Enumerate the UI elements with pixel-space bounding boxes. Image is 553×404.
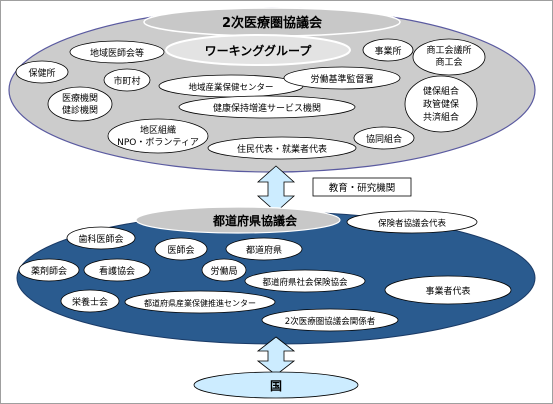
label-dietitian-assoc: 栄養士会 [72, 296, 108, 308]
label-social-insurance-office: 都道府県社会保険協会 [262, 277, 348, 288]
label-insurers-2: 政管健保 [423, 98, 459, 110]
label-prefecture: 都道府県 [246, 244, 282, 256]
label-nursing-assoc: 看護協会 [99, 265, 135, 277]
label-insurers-1: 健保組合 [423, 85, 459, 97]
label-prefectural-ohs-center: 都道府県産業保健推進センター [144, 298, 256, 308]
label-health-promotion-service: 健康保持増進サービス機関 [213, 102, 321, 114]
oval-health-center [15, 60, 69, 84]
oval-municipality [103, 68, 151, 92]
label-medical-facilities-2: 健診機関 [62, 104, 98, 116]
oval-dietitian-assoc [60, 289, 120, 313]
oval-business-office [362, 38, 414, 62]
label-health-center: 保健所 [28, 67, 55, 79]
label-insurer-council-rep: 保険者協議会代表 [378, 218, 447, 229]
label-medical-facilities-1: 医療機関 [62, 92, 98, 104]
label-dental-assoc: 歯科医師会 [78, 233, 123, 245]
oval-health-promotion-service [178, 95, 356, 119]
working-group-oval [165, 34, 351, 66]
prefectural-council-title: 都道府県協議会 [212, 213, 298, 228]
double-arrow-upper [256, 165, 296, 213]
oval-dental-assoc [66, 226, 136, 250]
label-secondary-council-staff: 2次医療圏協議会関係者 [285, 316, 376, 327]
oval-prefecture [225, 237, 303, 261]
national-label: 国 [270, 379, 282, 393]
label-cooperative: 協同組合 [366, 133, 402, 145]
label-community-org-1: 地区組織 [140, 124, 176, 136]
label-labor-standards: 労働基準監督署 [310, 73, 373, 85]
label-insurers-3: 共済組合 [423, 111, 459, 123]
oval-employer-rep [384, 275, 512, 305]
label-chamber-1: 商工会議所 [426, 44, 471, 56]
label-medical-assoc: 医師会 [167, 244, 194, 256]
oval-local-medical-assoc [69, 40, 165, 64]
oval-nursing-assoc [83, 258, 151, 282]
label-employer-rep: 事業者代表 [425, 285, 470, 297]
oval-community-org [107, 118, 209, 154]
upper-members: 地域医師会等 保健所 市町村 地域産業保健センター 医療機関 健診機関 労働基準… [15, 38, 486, 160]
label-resident-worker-rep: 住民代表・就業者代表 [237, 143, 327, 155]
oval-secondary-council-staff [261, 308, 399, 332]
oval-labor-bureau [201, 258, 247, 282]
oval-resident-worker-rep [207, 136, 357, 160]
education-research-label: 教育・研究機関 [329, 182, 396, 194]
label-community-org-2: NPO・ボランティア [117, 137, 199, 148]
oval-insurers [404, 75, 478, 133]
oval-medical-assoc [154, 237, 208, 261]
oval-pharmacist-assoc [18, 258, 80, 282]
prefectural-council-title-oval [135, 206, 341, 234]
oval-chamber [412, 38, 486, 76]
oval-social-insurance-office [244, 269, 366, 293]
label-municipality: 市町村 [113, 75, 140, 87]
oval-insurer-council-rep [346, 210, 478, 234]
working-group-label: ワーキンググループ [205, 43, 313, 58]
oval-labor-standards [283, 66, 401, 90]
label-chamber-2: 商工会 [435, 56, 462, 68]
label-labor-bureau: 労働局 [210, 265, 237, 277]
oval-cooperative [353, 126, 415, 150]
label-pharmacist-assoc: 薬剤師会 [31, 265, 67, 277]
oval-medical-facilities [47, 86, 113, 122]
secondary-council-title: 2次医療圏協議会 [222, 15, 323, 31]
label-regional-ohs-center: 地域産業保健センター [188, 82, 273, 93]
label-business-office: 事業所 [374, 45, 401, 57]
lower-members: 保険者協議会代表 歯科医師会 医師会 都道府県 薬剤師会 看護協会 労働局 都道… [18, 210, 512, 332]
national-oval [193, 371, 359, 399]
oval-prefectural-ohs-center [124, 290, 276, 314]
education-research-box [312, 177, 412, 197]
label-local-medical-assoc: 地域医師会等 [90, 47, 144, 59]
